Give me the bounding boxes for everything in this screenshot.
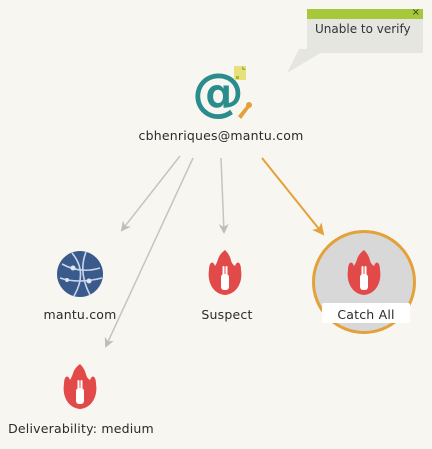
domain-node[interactable]: [56, 250, 104, 298]
tooltip-pointer: [287, 49, 327, 73]
edge-to-domain: [120, 155, 181, 232]
edge-to-catchall: [261, 157, 325, 236]
tooltip-header-bar: [307, 9, 423, 19]
fire-hand-icon: [208, 250, 242, 295]
tooltip-body: [307, 19, 423, 53]
deliverability-node[interactable]: [60, 362, 100, 412]
globe-icon: [57, 251, 103, 297]
fire-hand-icon: [63, 364, 97, 409]
edge-to-suspect: [218, 157, 229, 234]
catchall-label-background: [322, 303, 410, 323]
tooltip-text: Unable to verify: [315, 22, 411, 36]
suspect-label: Suspect: [201, 307, 253, 322]
suspect-node[interactable]: [205, 248, 245, 298]
domain-label: mantu.com: [43, 307, 117, 322]
catchall-label: Catch All: [337, 307, 395, 322]
edge-to-deliverability: [104, 157, 194, 348]
email-node[interactable]: @: [192, 63, 258, 124]
email-label: cbhenriques@mantu.com: [138, 128, 304, 143]
email-at-icon: @: [192, 63, 252, 123]
status-tooltip: × Unable to verify: [287, 7, 423, 73]
catchall-icon-wrap: [344, 248, 384, 298]
deliverability-label: Deliverability: medium: [8, 421, 154, 436]
fire-hand-icon: [347, 250, 381, 295]
tooltip-close-icon[interactable]: ×: [411, 7, 420, 18]
